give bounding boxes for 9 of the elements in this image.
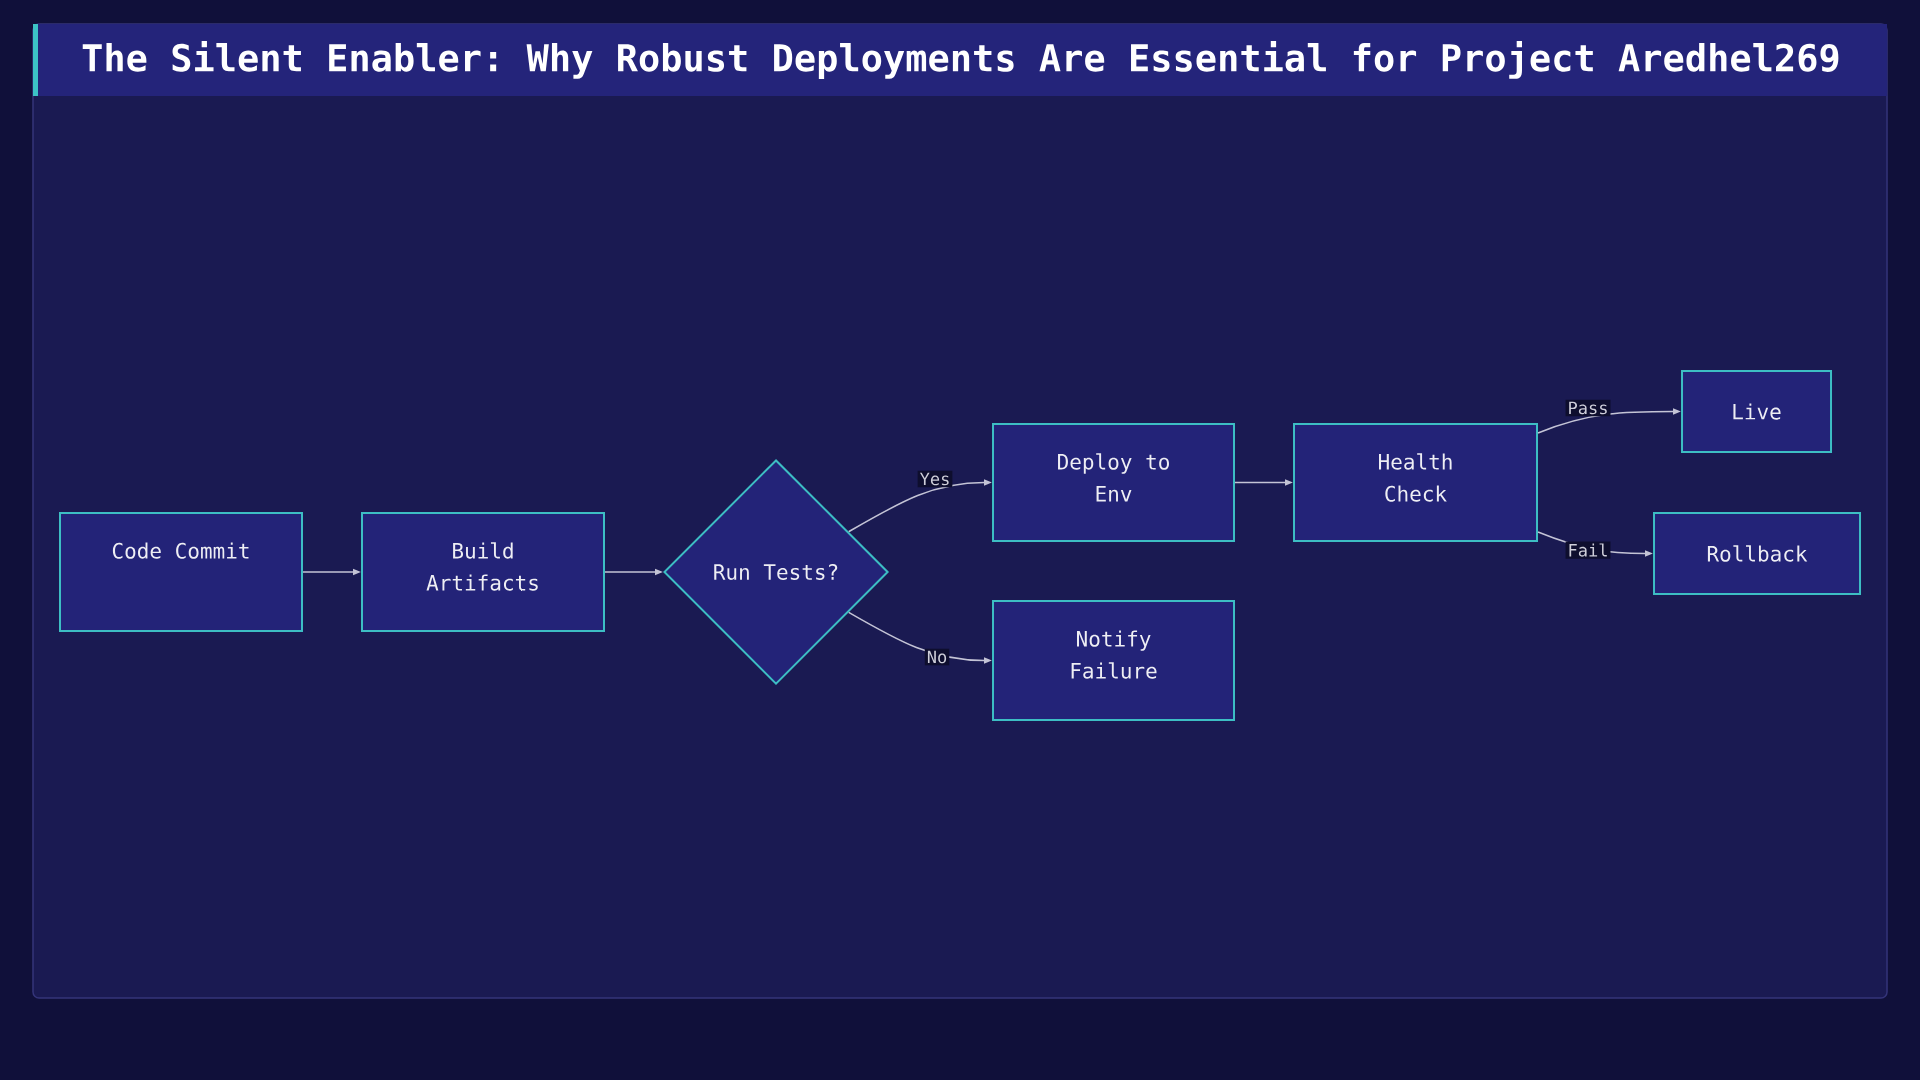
process-box: Build Artifacts [361, 512, 605, 632]
process-box: Notify Failure [992, 600, 1235, 721]
title-bar: The Silent Enabler: Why Robust Deployments Are Essential for Project Aredhel269 [35, 24, 1887, 96]
process-box: Deploy to Env [992, 423, 1235, 542]
process-box: Rollback [1653, 512, 1861, 595]
edge-label: Fail [1565, 541, 1611, 559]
process-box: Live [1681, 370, 1832, 453]
process-box: Code Commit [59, 512, 303, 632]
process-box: Health Check [1293, 423, 1538, 542]
